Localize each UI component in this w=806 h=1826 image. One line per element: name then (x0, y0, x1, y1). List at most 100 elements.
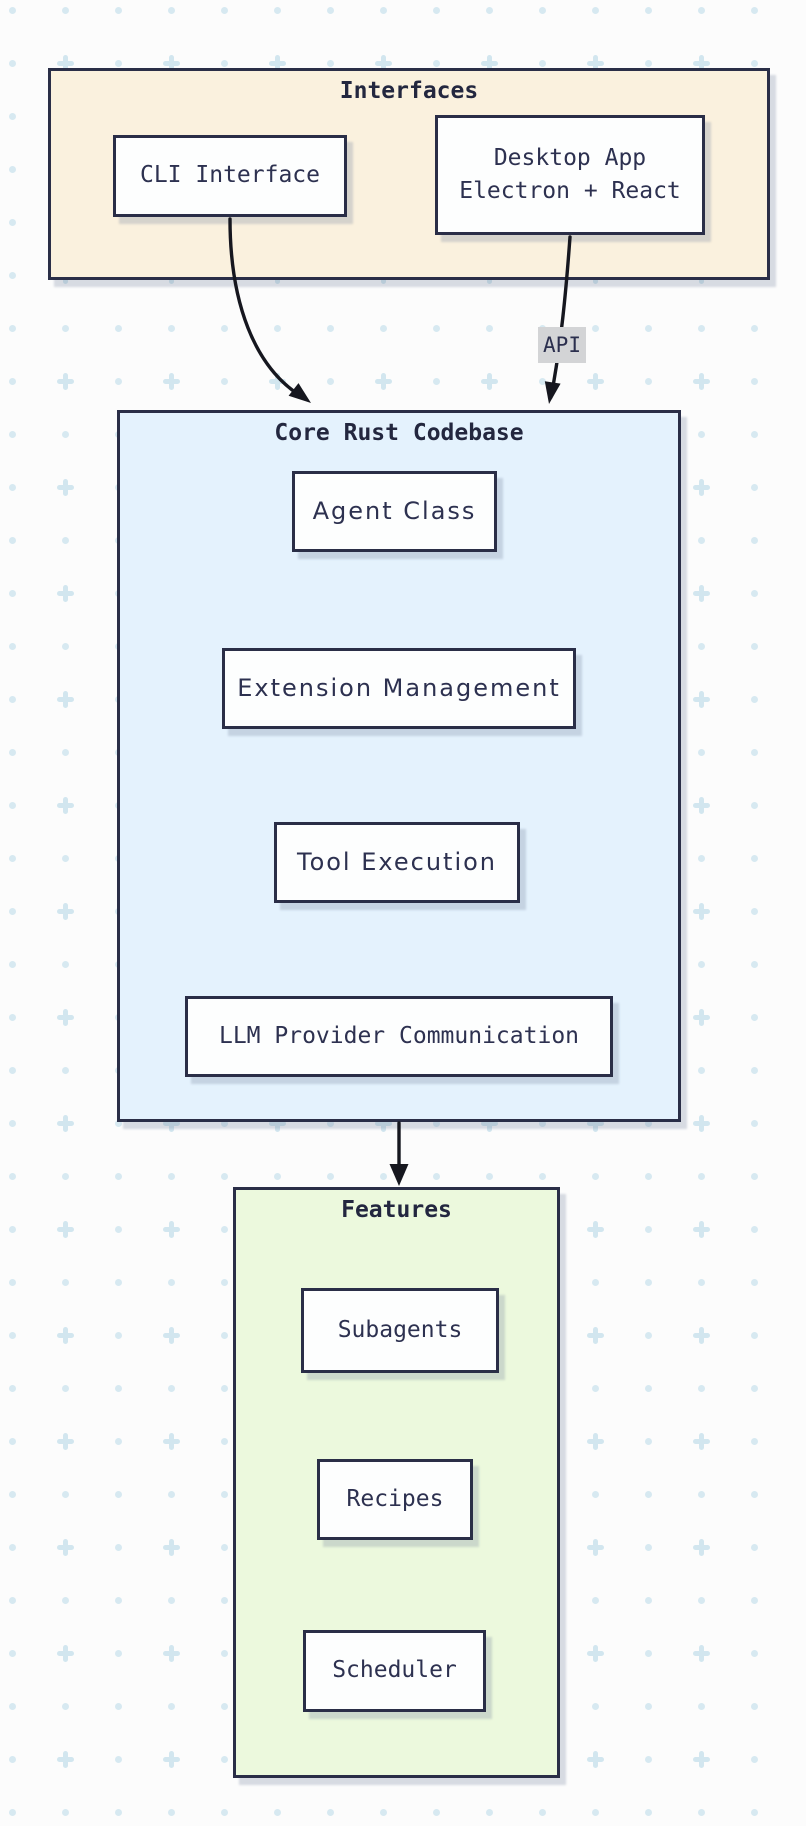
node-tool-execution: Tool Execution (274, 822, 520, 903)
pattern-dot (750, 1172, 758, 1180)
pattern-plus (586, 1114, 604, 1132)
pattern-dot (750, 1755, 758, 1763)
pattern-dot (114, 377, 122, 385)
pattern-dot (8, 1437, 16, 1445)
pattern-dot (220, 377, 228, 385)
node-desktop-app: Desktop App Electron + React (435, 115, 705, 235)
pattern-plus (586, 54, 604, 72)
pattern-plus (56, 54, 74, 72)
pattern-dot (8, 1543, 16, 1551)
pattern-plus (56, 1220, 74, 1238)
pattern-dot (61, 536, 69, 544)
pattern-dot (8, 1278, 16, 1286)
pattern-dot (8, 377, 16, 385)
pattern-plus (162, 1538, 180, 1556)
pattern-dot (750, 1649, 758, 1657)
pattern-dot (697, 324, 705, 332)
pattern-dot (61, 1808, 69, 1816)
pattern-dot (644, 1119, 652, 1127)
pattern-dot (114, 1649, 122, 1657)
pattern-plus (162, 1750, 180, 1768)
pattern-dot (750, 589, 758, 597)
pattern-plus (692, 1644, 710, 1662)
pattern-dot (379, 1808, 387, 1816)
pattern-dot (697, 1490, 705, 1498)
node-cli-interface: CLI Interface (113, 135, 347, 217)
pattern-plus (56, 1644, 74, 1662)
pattern-plus (692, 584, 710, 602)
pattern-dot (114, 1172, 122, 1180)
pattern-dot (591, 1596, 599, 1604)
pattern-dot (485, 324, 493, 332)
node-extension-management: Extension Management (222, 648, 576, 729)
pattern-dot (591, 1702, 599, 1710)
pattern-dot (8, 1808, 16, 1816)
pattern-dot (538, 1808, 546, 1816)
pattern-plus (692, 1432, 710, 1450)
pattern-dot (326, 6, 334, 14)
pattern-dot (644, 1331, 652, 1339)
pattern-plus (692, 372, 710, 390)
pattern-dot (750, 1013, 758, 1021)
pattern-dot (220, 1755, 228, 1763)
pattern-dot (697, 854, 705, 862)
pattern-plus (692, 1538, 710, 1556)
pattern-dot (8, 854, 16, 862)
pattern-plus (692, 1008, 710, 1026)
pattern-dot (220, 6, 228, 14)
pattern-plus (56, 902, 74, 920)
pattern-dot (644, 1649, 652, 1657)
pattern-plus (56, 690, 74, 708)
pattern-dot (379, 324, 387, 332)
node-tool-execution-label: Tool Execution (296, 848, 498, 877)
pattern-dot (220, 1119, 228, 1127)
pattern-dot (8, 271, 16, 279)
pattern-dot (61, 1172, 69, 1180)
pattern-dot (114, 1331, 122, 1339)
pattern-plus (374, 372, 392, 390)
pattern-dot (220, 324, 228, 332)
pattern-dot (432, 1172, 440, 1180)
pattern-dot (61, 1278, 69, 1286)
pattern-dot (432, 377, 440, 385)
pattern-plus (692, 1326, 710, 1344)
pattern-plus (480, 372, 498, 390)
pattern-plus (586, 1220, 604, 1238)
edge-label-api: API (538, 327, 586, 363)
pattern-dot (273, 1808, 281, 1816)
pattern-dot (644, 1755, 652, 1763)
node-cli-interface-label: CLI Interface (139, 162, 320, 189)
pattern-dot (644, 1437, 652, 1445)
pattern-dot (644, 6, 652, 14)
pattern-dot (8, 589, 16, 597)
pattern-dot (697, 1702, 705, 1710)
pattern-dot (114, 1225, 122, 1233)
pattern-dot (61, 1596, 69, 1604)
pattern-dot (220, 1225, 228, 1233)
pattern-dot (432, 59, 440, 67)
pattern-dot (538, 377, 546, 385)
pattern-dot (114, 1596, 122, 1604)
pattern-plus (692, 478, 710, 496)
pattern-plus (692, 796, 710, 814)
pattern-dot (220, 1649, 228, 1657)
pattern-dot (220, 1702, 228, 1710)
pattern-plus (162, 54, 180, 72)
edge-label-api-text: API (543, 333, 581, 357)
pattern-dot (538, 6, 546, 14)
pattern-dot (485, 6, 493, 14)
pattern-dot (8, 483, 16, 491)
pattern-dot (8, 1490, 16, 1498)
pattern-plus (56, 1326, 74, 1344)
pattern-dot (697, 1278, 705, 1286)
pattern-dot (591, 1384, 599, 1392)
pattern-dot (750, 377, 758, 385)
pattern-dot (750, 430, 758, 438)
pattern-dot (750, 483, 758, 491)
pattern-dot (750, 324, 758, 332)
pattern-dot (644, 1702, 652, 1710)
pattern-plus (374, 54, 392, 72)
pattern-dot (167, 324, 175, 332)
pattern-dot (8, 748, 16, 756)
